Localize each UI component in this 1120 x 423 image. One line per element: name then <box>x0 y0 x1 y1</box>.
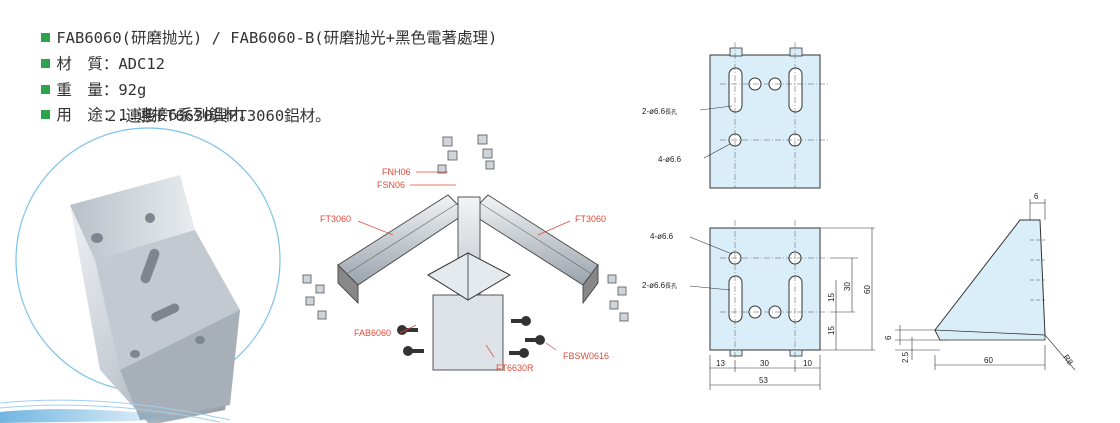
drawing-front-view: 4-ø6.6 2-ø6.6長孔 13 30 10 53 15 30 60 15 <box>642 220 875 390</box>
side-profile <box>934 219 1046 341</box>
bullet-icon <box>41 59 51 68</box>
usage-line-2: 2.連接FT6630與FT3060鋁材。 <box>107 107 331 125</box>
dim-side-6-left: 6 <box>884 335 893 340</box>
usage-label: 用 途： <box>56 106 119 124</box>
bullet-icon <box>41 110 51 119</box>
note-hole-front: 4-ø6.6 <box>650 232 674 241</box>
dim-side-2-5: 2.5 <box>901 351 910 363</box>
spec-model-row: FAB6060(研磨抛光) / FAB6060-B(研磨抛光+黑色電著處理) <box>4 2 497 74</box>
dim-30-vertical: 30 <box>843 282 852 291</box>
decorative-swoosh <box>0 409 200 423</box>
callout-fbsw0616: FBSW0616 <box>563 351 609 361</box>
profile-ft6630r <box>432 196 504 371</box>
weight-label: 重 量： <box>56 81 119 99</box>
spec-material-row: 材 質：ADC12 <box>4 28 165 100</box>
usage-line-1: 1.連接6系列鋁材。 <box>118 106 255 124</box>
callout-ft3060-left: FT3060 <box>320 214 351 224</box>
drawing-side-view: 6 6 2.5 60 R8 <box>884 192 1076 371</box>
plate-front <box>709 227 821 351</box>
bullet-icon <box>41 85 51 94</box>
dim-side-6-top: 6 <box>1034 192 1039 201</box>
dim-15-lower: 15 <box>827 326 836 335</box>
note-slot-front: 2-ø6.6長孔 <box>642 281 677 290</box>
callout-fsn06: FSN06 <box>377 180 405 190</box>
nuts-side <box>302 274 629 322</box>
dim-30: 30 <box>760 359 769 368</box>
callout-fnh06: FNH06 <box>382 167 411 177</box>
dim-side-60: 60 <box>984 356 993 365</box>
material-value: ADC12 <box>118 55 166 73</box>
callout-ft3060-right: FT3060 <box>575 214 606 224</box>
dim-15-upper: 15 <box>827 293 836 302</box>
bracket-fab6060 <box>427 252 512 301</box>
model-text: FAB6060(研磨抛光) / FAB6060-B(研磨抛光+黑色電著處理) <box>56 29 498 47</box>
bracket-image <box>70 175 240 423</box>
note-slot-top: 2-ø6.6長孔 <box>642 107 677 116</box>
dim-side-r8: R8 <box>1061 353 1075 367</box>
dim-53: 53 <box>759 376 768 385</box>
callout-ft6630r: FT6630R <box>496 363 534 373</box>
material-label: 材 質： <box>56 55 119 73</box>
decorative-swoosh-line <box>0 399 231 421</box>
note-hole-top: 4-ø6.6 <box>658 155 682 164</box>
assembly-diagram: FNH06 FSN06 FT3060 FT3060 FAB6060 FBSW06… <box>302 134 629 373</box>
weight-value: 92g <box>118 81 147 99</box>
product-photo <box>0 127 281 423</box>
nuts-top <box>437 134 495 174</box>
drawing-top-view: 2-ø6.6長孔 4-ø6.6 <box>642 42 828 189</box>
spec-weight-row: 重 量：92g <box>4 54 146 126</box>
spec-usage-row: 用 途：1.連接6系列鋁材。 <box>4 79 255 151</box>
plate-top <box>709 54 821 189</box>
dim-10: 10 <box>803 359 812 368</box>
bullet-icon <box>41 33 51 42</box>
callout-fab6060: FAB6060 <box>354 328 391 338</box>
dim-13: 13 <box>716 359 725 368</box>
dim-60-vertical: 60 <box>863 285 872 294</box>
profile-ft3060-left <box>337 194 467 305</box>
bolts-fbsw0616 <box>397 316 545 358</box>
